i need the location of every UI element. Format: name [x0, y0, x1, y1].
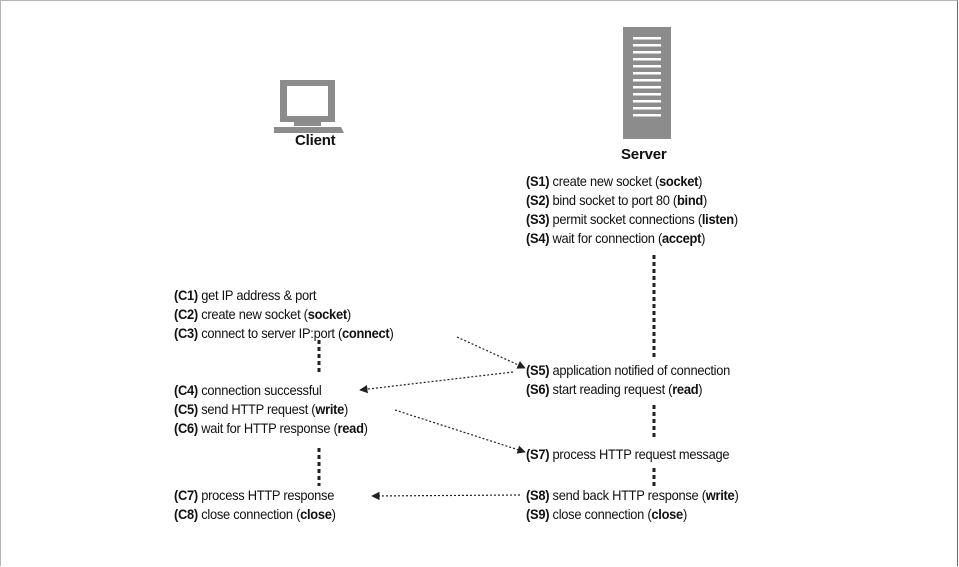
server-step-s8: (S8) send back HTTP response (write) [526, 487, 739, 503]
server-step-s6: (S6) start reading request (read) [526, 381, 703, 397]
server-label: Server [621, 146, 667, 163]
client-step-c5: (C5) send HTTP request (write) [174, 401, 349, 417]
server-tower-icon [623, 27, 671, 139]
client-step-c3: (C3) connect to server IP:port (connect) [174, 325, 394, 341]
client-label: Client [295, 132, 336, 149]
arrow-s5-to-c4 [359, 371, 514, 394]
arrow-c3-to-s5 [456, 336, 526, 369]
arrow-c5-to-s7 [394, 409, 526, 454]
server-step-s5: (S5) application notified of connection [526, 362, 731, 378]
arrow-s8-to-c7 [371, 491, 521, 501]
client-step-c1: (C1) get IP address & port [174, 287, 317, 303]
server-step-s4: (S4) wait for connection (accept) [526, 230, 706, 246]
server-step-s2: (S2) bind socket to port 80 (bind) [526, 192, 708, 208]
client-step-c7: (C7) process HTTP response [174, 487, 335, 503]
server-step-s9: (S9) close connection (close) [526, 506, 687, 522]
computer-monitor-icon [274, 80, 344, 133]
client-step-c6: (C6) wait for HTTP response (read) [174, 420, 368, 436]
client-step-c4: (C4) connection successful [174, 382, 322, 398]
server-step-s7: (S7) process HTTP request message [526, 446, 730, 462]
client-step-c8: (C8) close connection (close) [174, 506, 336, 522]
server-step-s1: (S1) create new socket (socket) [526, 173, 703, 189]
server-step-s3: (S3) permit socket connections (listen) [526, 211, 738, 227]
client-step-c2: (C2) create new socket (socket) [174, 306, 351, 322]
